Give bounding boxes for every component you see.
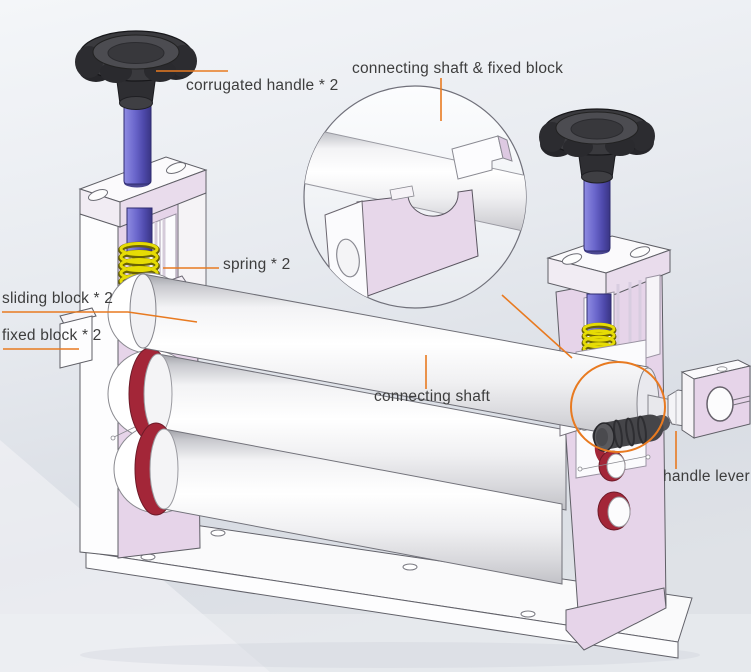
leader-lines xyxy=(2,70,677,469)
handle-lever-part xyxy=(592,414,670,452)
detail-highlight-circle xyxy=(570,361,666,453)
corrugated-handle-right xyxy=(539,108,655,184)
label-connecting-shaft-fixed-block: connecting shaft & fixed block xyxy=(352,60,564,77)
label-fixed-block: fixed block * 2 xyxy=(2,327,102,344)
corrugated-handle-left xyxy=(75,30,197,110)
label-spring: spring * 2 xyxy=(223,256,291,273)
label-handle-lever: handle lever xyxy=(663,468,750,485)
clamp-block xyxy=(680,359,751,439)
label-corrugated-handle: corrugated handle * 2 xyxy=(186,77,339,94)
label-connecting-shaft: connecting shaft xyxy=(374,388,491,405)
leader-sliding-block xyxy=(2,311,198,323)
roller-bottom xyxy=(134,422,563,585)
roller-middle xyxy=(128,347,567,511)
screw-shaft-right xyxy=(583,167,611,255)
leader-inset-to-detail xyxy=(501,294,573,359)
label-sliding-block: sliding block * 2 xyxy=(2,290,114,307)
inset-fixed-tab xyxy=(451,135,513,180)
